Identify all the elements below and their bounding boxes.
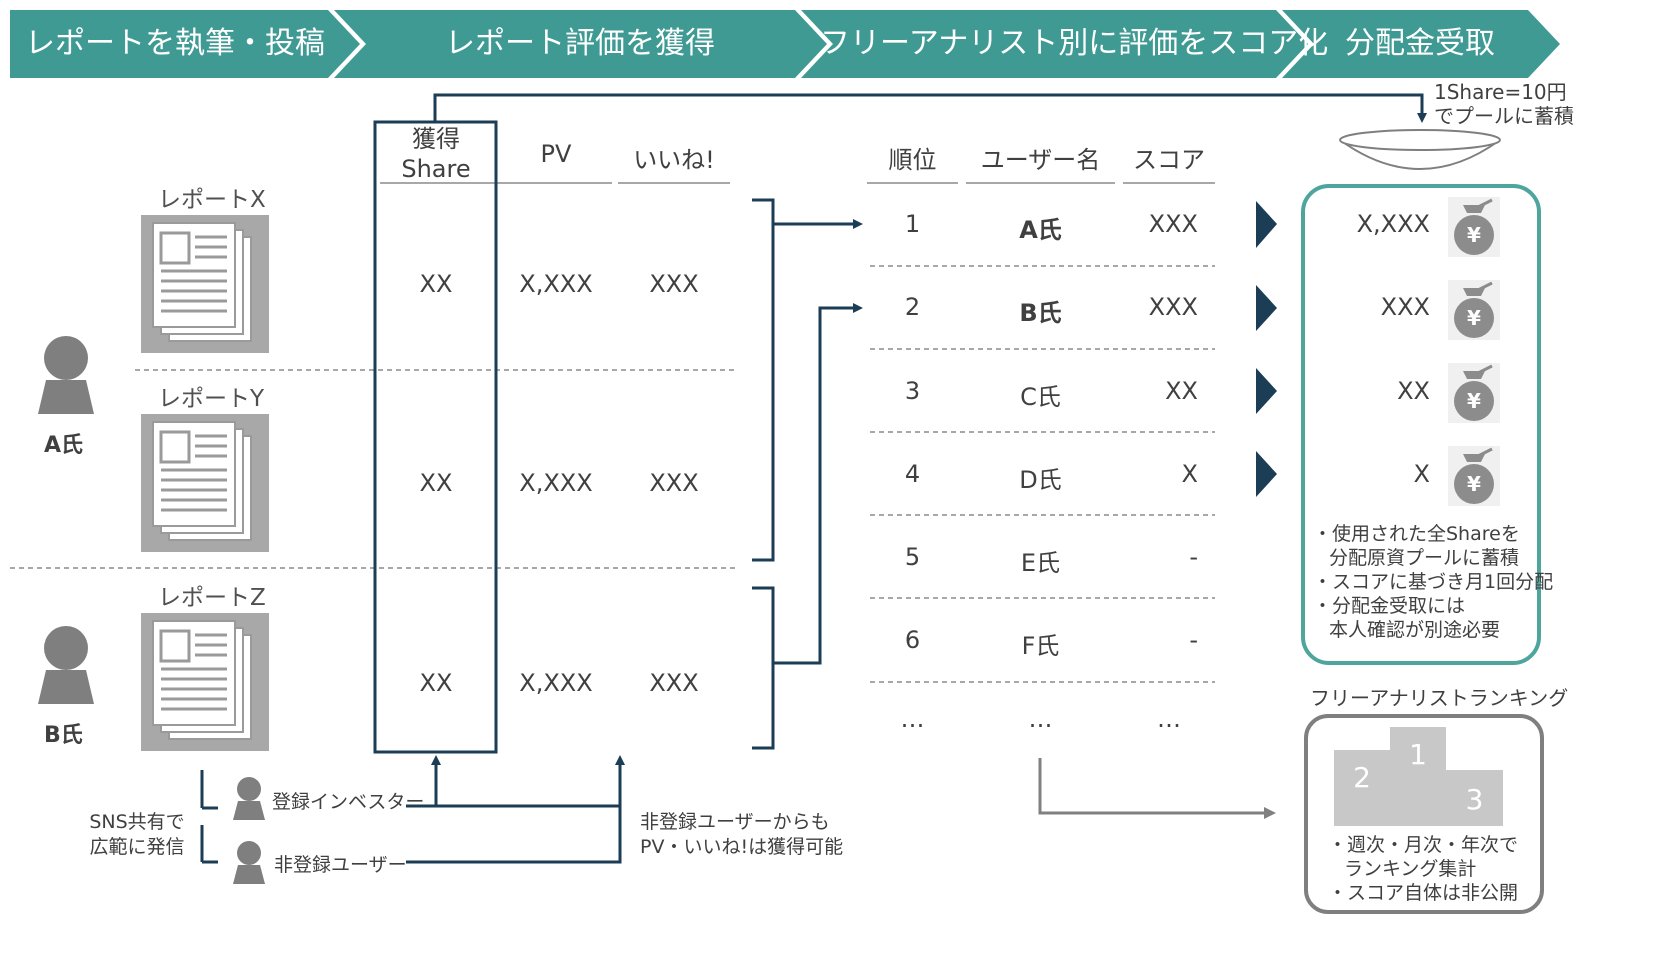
payout-4: X xyxy=(1413,460,1430,488)
rank-6-user: F氏 xyxy=(1021,632,1060,660)
payout-arrow-4 xyxy=(1256,451,1277,497)
rank-2-user: B氏 xyxy=(1019,299,1062,327)
payout-arrow-2 xyxy=(1256,285,1277,331)
payout-1: X,XXX xyxy=(1356,210,1430,238)
author-a-person-icon xyxy=(38,336,94,414)
yen-symbol: ¥ xyxy=(1467,306,1481,330)
sns-label: SNS共有で 広範に発信 xyxy=(89,811,185,858)
step-chevron-4 xyxy=(1282,10,1560,78)
rank-5-score: - xyxy=(1189,543,1198,571)
likes-column-header: いいね! xyxy=(633,146,715,174)
rank-4-score: X xyxy=(1181,460,1198,488)
report-y-label: レポートY xyxy=(158,386,265,412)
author-b-label: B氏 xyxy=(44,723,83,748)
report-z-share: XX xyxy=(419,669,453,697)
registered-to-pv-arrow xyxy=(436,755,625,808)
podium-2nd: 2 xyxy=(1353,761,1371,794)
report-z-doc-icon xyxy=(139,611,271,753)
pv-column-header: PV xyxy=(540,140,572,168)
author-a-label: A氏 xyxy=(44,433,84,458)
ranking-box xyxy=(1304,714,1544,914)
unregistered-to-pv-line xyxy=(406,806,622,864)
report-y-share: XX xyxy=(419,469,453,497)
author-a-bracket xyxy=(752,198,775,562)
author-b-to-rank-arrow xyxy=(773,303,863,665)
payout-arrow-1 xyxy=(1256,201,1277,248)
rank-5: 5 xyxy=(904,543,921,571)
rank-1: 1 xyxy=(904,210,921,238)
report-z-likes: XXX xyxy=(649,669,699,697)
yen-symbol: ¥ xyxy=(1467,389,1481,413)
report-z-pv: X,XXX xyxy=(519,669,593,697)
author-b-bracket xyxy=(752,586,775,750)
pool-bowl-icon xyxy=(1339,129,1501,170)
rank-4: 4 xyxy=(904,460,921,488)
rank-3-score: XX xyxy=(1165,377,1198,405)
unregistered-user-label: 非登録ユーザー xyxy=(274,854,407,876)
report-y-likes: XXX xyxy=(649,469,699,497)
score-column-header: スコア xyxy=(1133,146,1205,174)
report-x-likes: XXX xyxy=(649,270,699,298)
yen-symbol: ¥ xyxy=(1467,223,1481,247)
to-ranking-arrow xyxy=(1038,758,1276,819)
ranking-notes: ・週次・月次・年次で ランキング集計 ・スコア自体は非公開 xyxy=(1328,834,1519,904)
rank-4-user: D氏 xyxy=(1019,466,1062,494)
report-y-doc-icon xyxy=(139,412,271,554)
podium-icon xyxy=(1334,727,1503,826)
payout-3: XX xyxy=(1397,377,1430,405)
rank-5-user: E氏 xyxy=(1020,549,1061,577)
ranking-box-title: フリーアナリストランキング xyxy=(1310,686,1569,710)
rank-6-score: - xyxy=(1189,626,1198,654)
rank-column-header: 順位 xyxy=(888,146,937,174)
rank-3-user: C氏 xyxy=(1020,383,1061,411)
report-x-label: レポートX xyxy=(158,187,266,213)
rank-more-user: … xyxy=(1028,705,1053,733)
podium-3rd: 3 xyxy=(1465,783,1484,816)
step-label-3: フリーアナリスト別に評価をスコア化 xyxy=(820,26,1329,61)
step-label-2: レポート評価を獲得 xyxy=(445,26,715,61)
report-z-label: レポートZ xyxy=(158,585,266,611)
payout-arrow-3 xyxy=(1256,368,1277,414)
unregistered-note: 非登録ユーザーからも PV・いいね!は獲得可能 xyxy=(640,811,844,858)
share-rate-note: 1Share=10円 でプールに蓄積 xyxy=(1434,80,1574,128)
report-x-doc-icon xyxy=(139,213,271,355)
pool-notes: ・使用された全Shareを 分配原資プールに蓄積 ・スコアに基づき月1回分配 ・… xyxy=(1313,523,1554,641)
yen-symbol: ¥ xyxy=(1467,472,1481,496)
share-column-header: 獲得 Share xyxy=(401,125,471,183)
share-to-pool-arrow xyxy=(433,93,1427,123)
user-column-header: ユーザー名 xyxy=(980,146,1101,174)
rank-6: 6 xyxy=(904,626,921,654)
podium-1st: 1 xyxy=(1409,738,1427,771)
step-chevron-1 xyxy=(10,10,360,78)
report-x-share: XX xyxy=(419,270,453,298)
step-chevron-2 xyxy=(334,10,827,78)
rank-3: 3 xyxy=(904,377,921,405)
rank-more: … xyxy=(900,705,925,733)
unregistered-user-person-icon xyxy=(233,841,265,884)
payout-2: XXX xyxy=(1380,293,1430,321)
author-b-person-icon xyxy=(38,626,94,704)
share-column-box xyxy=(373,120,498,754)
rank-1-user: A氏 xyxy=(1019,216,1062,244)
distribution-pool-box xyxy=(1301,184,1541,665)
rank-2: 2 xyxy=(904,293,921,321)
step-label-4: 分配金受取 xyxy=(1345,26,1495,61)
registered-investor-person-icon xyxy=(233,777,265,820)
rank-more-score: … xyxy=(1157,705,1181,733)
rank-1-score: XXX xyxy=(1148,210,1198,238)
ranking-row-separators xyxy=(870,265,1215,683)
report-x-pv: X,XXX xyxy=(519,270,593,298)
step-label-1: レポートを執筆・投稿 xyxy=(25,26,325,61)
registered-investor-label: 登録インベスター xyxy=(272,791,425,813)
step-chevron-3 xyxy=(801,10,1308,78)
report-y-pv: X,XXX xyxy=(519,469,593,497)
rank-2-score: XXX xyxy=(1148,293,1198,321)
